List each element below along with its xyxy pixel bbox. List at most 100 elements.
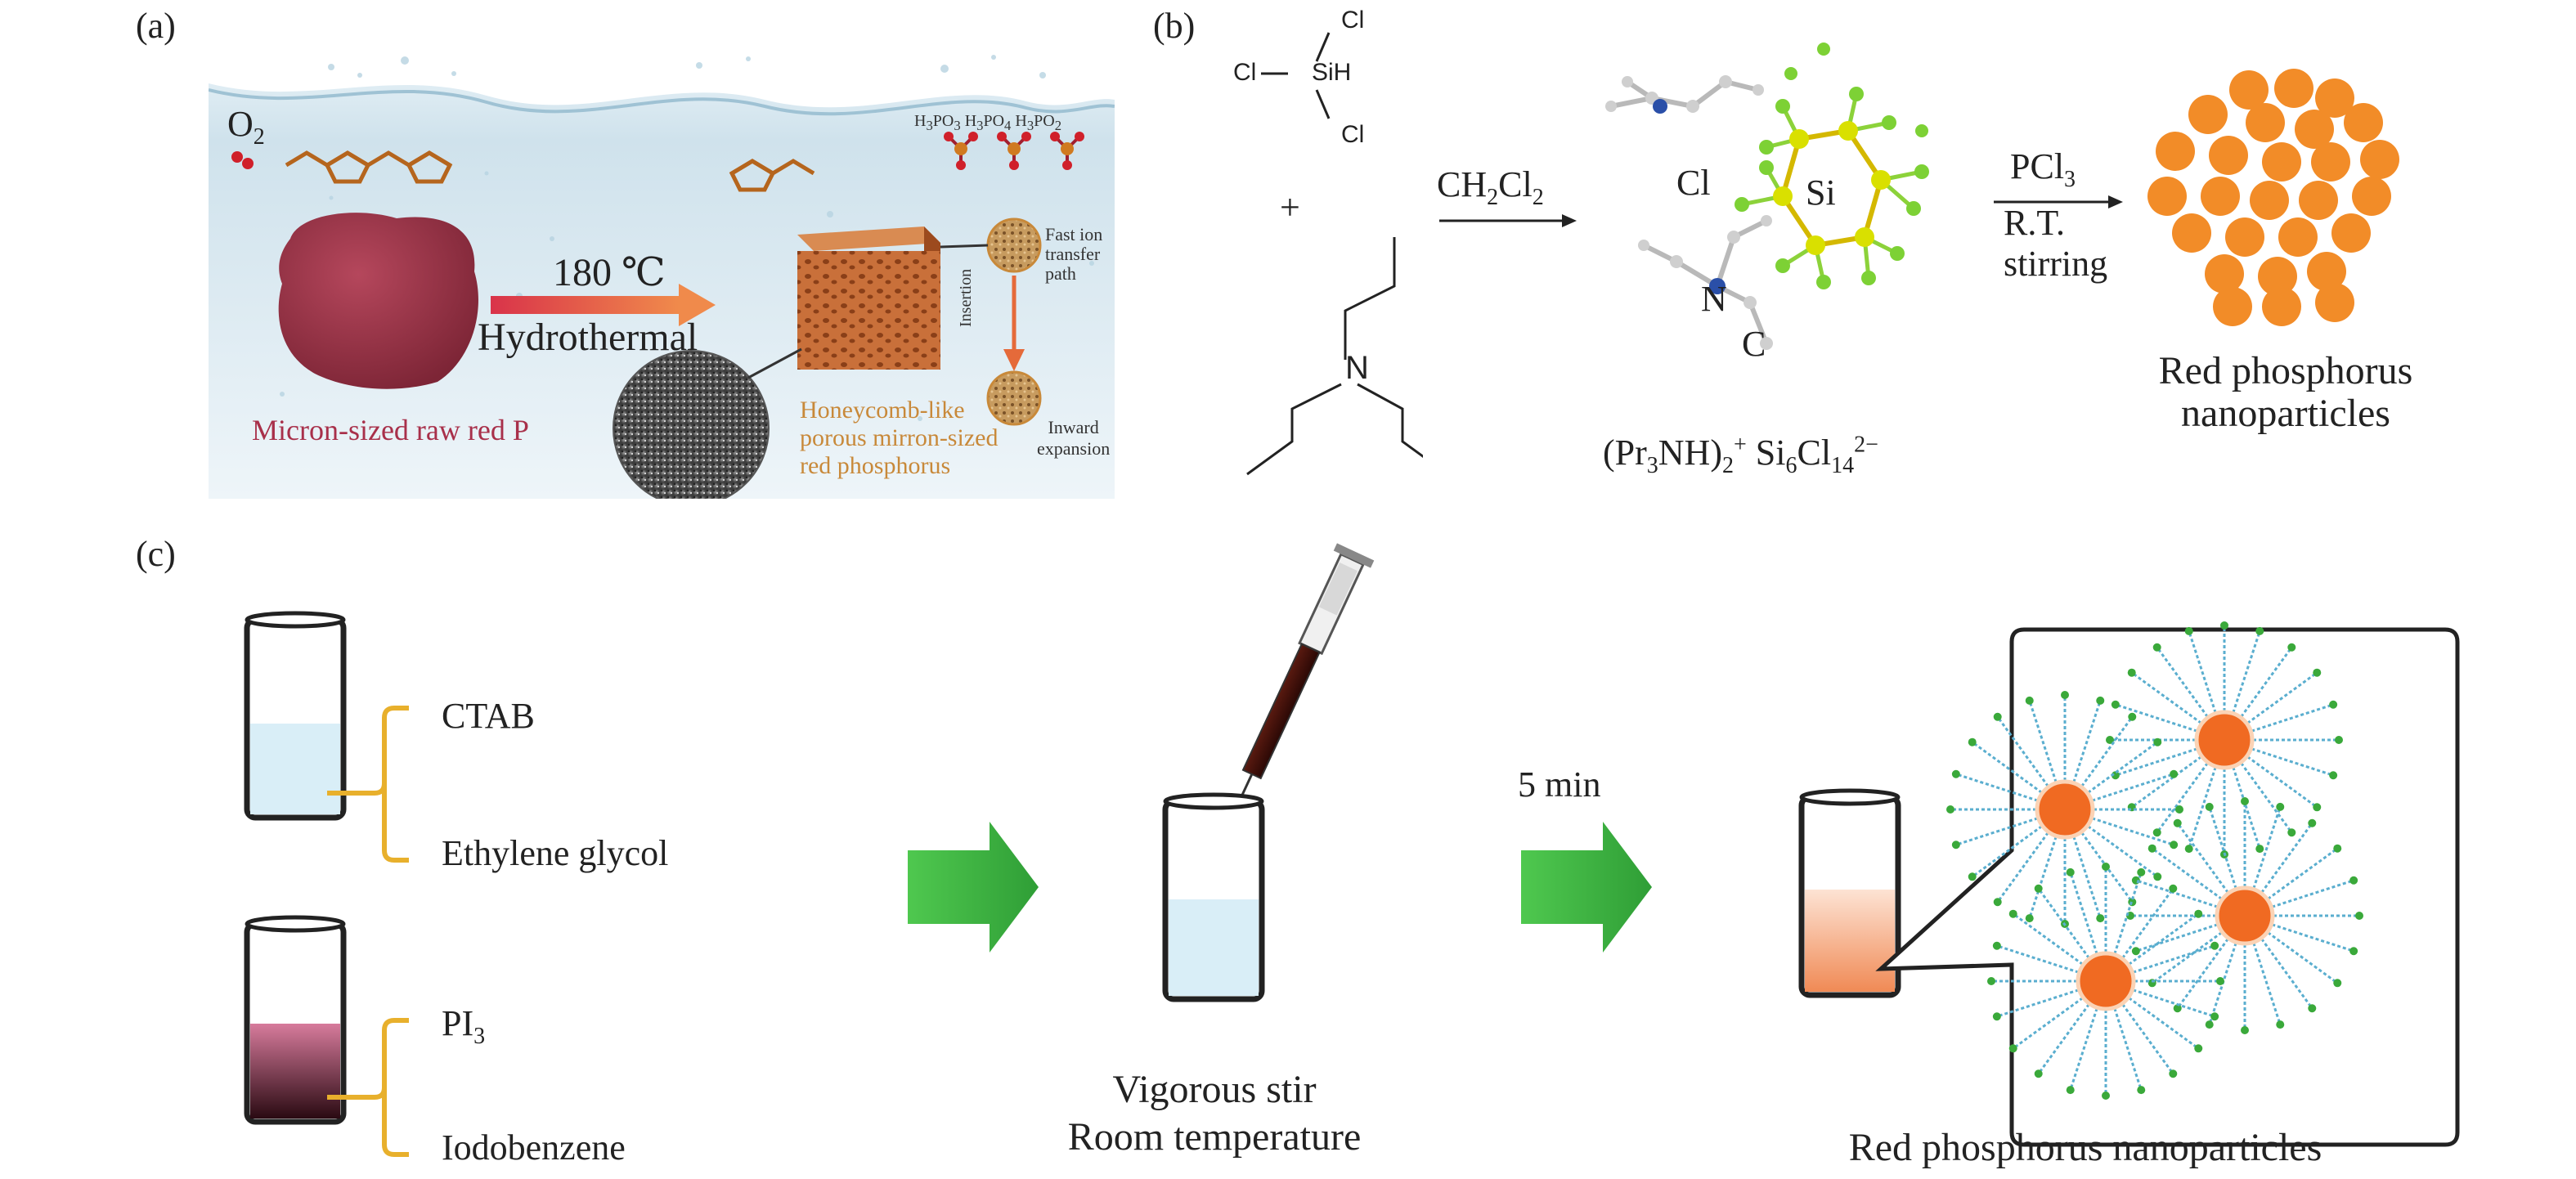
ligand-head	[2194, 909, 2203, 918]
ligand-head	[2131, 947, 2140, 956]
n-atoms	[1653, 99, 1726, 294]
iodobenzene-label: Iodobenzene	[442, 1127, 626, 1168]
ligand-head	[2111, 771, 2120, 780]
ligand-head	[1993, 712, 2002, 721]
ligand-head	[2205, 802, 2214, 811]
insertion-label: Insertion	[957, 268, 975, 327]
nanoparticle	[2172, 213, 2211, 253]
acid-molecules	[944, 132, 1084, 170]
ligand-head	[2241, 1026, 2249, 1034]
panel-a-label: (a)	[136, 6, 176, 46]
ligand-head	[2349, 947, 2358, 956]
ligand-head	[2308, 818, 2317, 827]
ligand-head	[2008, 1044, 2017, 1053]
ligand-head	[2276, 1020, 2285, 1029]
ligand-head	[2128, 712, 2137, 721]
nanoparticle	[2299, 181, 2338, 220]
conditions-label: R.T. stirring	[2004, 203, 2108, 284]
ligand-head	[2216, 977, 2224, 985]
model-bonds	[1610, 79, 1769, 345]
fast-ion-circle	[986, 217, 1042, 273]
coated-nanoparticle	[2076, 951, 2136, 1011]
ligand-head	[2287, 828, 2296, 837]
panel-a-illustration	[209, 51, 1115, 499]
raw-red-p-particle	[278, 213, 478, 389]
ligand-head	[2175, 805, 2183, 814]
plus-sign: +	[1280, 187, 1300, 227]
ligand-head	[2308, 1004, 2317, 1013]
green-arrow-1	[908, 822, 1039, 953]
ligand-head	[2096, 914, 2105, 923]
panel-c-label: (c)	[136, 534, 176, 574]
hydrothermal-label: Hydrothermal	[478, 316, 698, 359]
ligand-head	[2096, 696, 2105, 705]
si-atoms	[1773, 121, 1891, 255]
ligand-head	[2066, 867, 2075, 876]
nanoparticle	[2315, 78, 2354, 118]
ligand-layer	[1946, 621, 2363, 1100]
ligand-head	[2184, 845, 2193, 854]
stir-conditions-label: Vigorous stir Room temperature	[1067, 1068, 1362, 1159]
zoom-callout	[1875, 627, 2460, 1147]
nanoparticle	[2258, 257, 2297, 296]
ligand-head	[2194, 1044, 2203, 1053]
nanoparticle	[2360, 140, 2399, 179]
solvent-arrow	[1439, 214, 1577, 227]
cl-top-label: Cl	[1341, 7, 1365, 34]
porous-red-p-label: Honeycomb-like porous mirron-sized red p…	[800, 397, 999, 479]
ligand-head	[2152, 643, 2161, 652]
ligand-head	[2329, 700, 2338, 709]
coated-nanoparticle	[2035, 779, 2095, 840]
green-arrow-2	[1521, 822, 1652, 953]
nanoparticle	[2229, 70, 2269, 110]
ligand-head	[2008, 909, 2017, 918]
ligand-head	[1951, 841, 1960, 850]
solvent-label: CH2Cl2	[1437, 164, 1544, 210]
temperature-label: 180 ℃	[553, 251, 666, 294]
ligand-head	[2287, 643, 2296, 652]
ligand-head	[2061, 691, 2069, 699]
ligand-head	[2313, 803, 2322, 812]
beaker-product	[1798, 788, 1901, 998]
nanoparticle	[2201, 177, 2240, 216]
nanoparticle	[2352, 177, 2391, 216]
nanoparticle	[2188, 95, 2228, 134]
ligand-head	[1992, 941, 2001, 950]
ligand-head	[2169, 884, 2178, 893]
nanoparticle	[2147, 177, 2187, 216]
model-cl-label: Cl	[1676, 163, 1711, 203]
ligand-head	[2220, 621, 2228, 630]
cl-bottom-label: Cl	[1341, 121, 1365, 148]
acid-labels: H3PO3 H3PO4 H3PO2	[914, 112, 1062, 133]
ligand-head	[2255, 845, 2264, 854]
sem-image	[613, 350, 770, 499]
ligand-head	[2034, 1069, 2043, 1078]
nanoparticle	[2205, 254, 2244, 294]
ligand-head	[2137, 1086, 2146, 1095]
nanoparticle	[2262, 287, 2301, 326]
syringe	[1233, 543, 1375, 812]
nanoparticle	[2278, 217, 2318, 257]
ligand-head	[2349, 876, 2358, 885]
ligand-head	[2276, 802, 2285, 811]
ligand-head	[1946, 805, 1954, 814]
ligand-head	[2205, 1020, 2214, 1029]
nanoparticle	[2262, 142, 2301, 182]
ethylene-glycol-label: Ethylene glycol	[442, 833, 669, 873]
bubbles	[280, 55, 1094, 446]
hydrothermal-arrow	[491, 284, 716, 326]
nanoparticle	[2274, 69, 2313, 108]
ligand-head	[2355, 912, 2363, 920]
ligand-head	[2153, 737, 2162, 746]
ligand-head	[2147, 844, 2156, 853]
ligand-head	[2137, 867, 2146, 876]
ligand-head	[2102, 863, 2110, 871]
reagent-label: PCl3	[2010, 146, 2076, 192]
nanoparticle	[2156, 132, 2195, 171]
model-si-label: Si	[1806, 173, 1836, 213]
ligand-head	[2173, 1004, 2182, 1013]
ligand-head	[2335, 736, 2343, 744]
ligand-head	[2111, 700, 2120, 709]
ligand-head	[2034, 884, 2043, 893]
nanoparticle	[2213, 287, 2252, 326]
